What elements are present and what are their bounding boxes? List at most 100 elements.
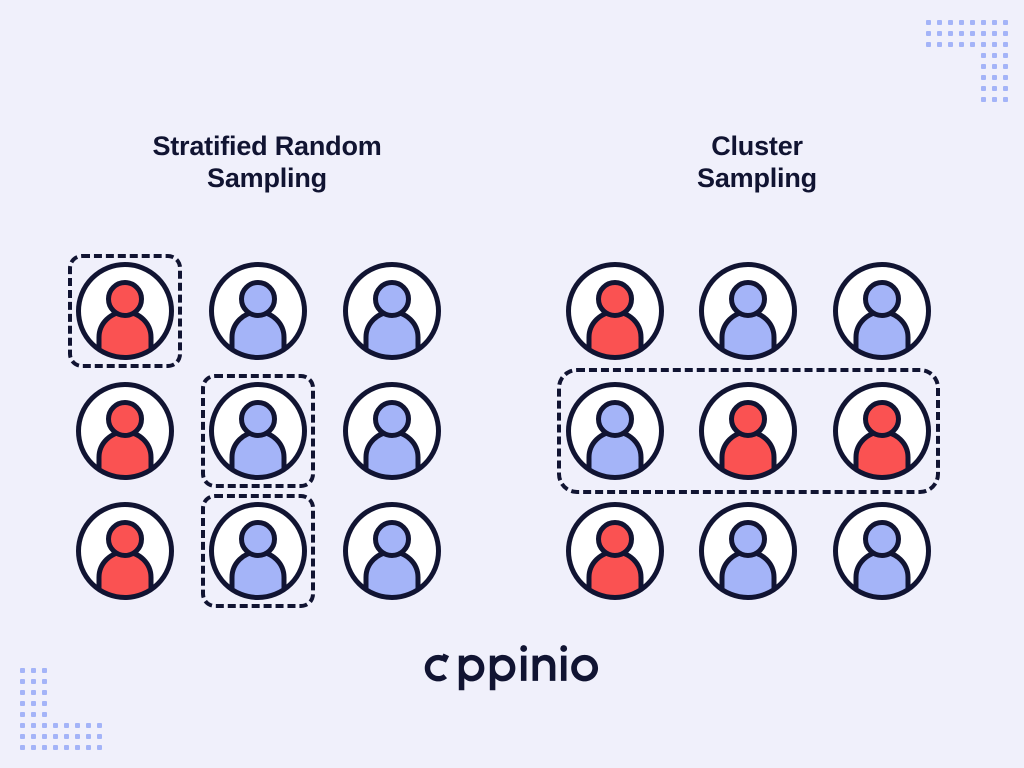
dot (970, 31, 975, 36)
dot (20, 734, 25, 739)
person-icon (76, 502, 174, 600)
dot (86, 745, 91, 750)
stratified-selection-box[interactable] (201, 374, 315, 488)
dot (970, 42, 975, 47)
dot (64, 745, 69, 750)
dot (64, 734, 69, 739)
dot (42, 745, 47, 750)
dot (97, 734, 102, 739)
dot (53, 723, 58, 728)
stratified-selection-box[interactable] (201, 494, 315, 608)
person-cell[interactable] (201, 494, 315, 608)
panel-title-cluster-line2: Sampling (697, 163, 817, 193)
dot (992, 64, 997, 69)
dot (992, 31, 997, 36)
person-cell[interactable] (827, 376, 937, 486)
person-icon (566, 382, 664, 480)
brand-logo: appinio (0, 645, 1024, 691)
dot (1003, 86, 1008, 91)
person-cell[interactable] (337, 256, 447, 366)
dot (1003, 42, 1008, 47)
person-icon (209, 262, 307, 360)
person-cell[interactable] (337, 376, 447, 486)
dot (992, 53, 997, 58)
person-cell[interactable] (560, 256, 670, 366)
person-icon (76, 262, 174, 360)
person-cell[interactable] (203, 256, 313, 366)
dot (992, 86, 997, 91)
person-icon (699, 382, 797, 480)
person-cell[interactable] (693, 256, 803, 366)
dot (31, 745, 36, 750)
person-cell[interactable] (70, 376, 180, 486)
dot (31, 734, 36, 739)
dot (1003, 97, 1008, 102)
person-icon (209, 502, 307, 600)
panel-title-stratified: Stratified Random Sampling (97, 130, 437, 194)
dot (53, 745, 58, 750)
dot (1003, 20, 1008, 25)
person-cell[interactable] (560, 496, 670, 606)
dot (981, 64, 986, 69)
person-cell[interactable] (68, 254, 182, 368)
dot (86, 734, 91, 739)
person-cell[interactable] (827, 256, 937, 366)
dot (42, 723, 47, 728)
dot-grid-top-right-icon (920, 12, 1020, 112)
dot (75, 723, 80, 728)
dot (20, 745, 25, 750)
stratified-selection-box[interactable] (68, 254, 182, 368)
dot (1003, 53, 1008, 58)
dot (992, 75, 997, 80)
dot (31, 723, 36, 728)
dot (970, 20, 975, 25)
dot (981, 86, 986, 91)
dot (97, 745, 102, 750)
panel-title-stratified-line1: Stratified Random (152, 131, 382, 161)
person-cell[interactable] (827, 496, 937, 606)
dot (992, 20, 997, 25)
dot (948, 20, 953, 25)
dot (926, 20, 931, 25)
panel-title-cluster: Cluster Sampling (607, 130, 907, 194)
dot (926, 42, 931, 47)
dot (937, 42, 942, 47)
dot (992, 97, 997, 102)
dot (1003, 75, 1008, 80)
dot (53, 734, 58, 739)
dot (959, 42, 964, 47)
cluster-selection-box[interactable] (557, 368, 940, 494)
dot (42, 701, 47, 706)
person-grid-cluster (557, 248, 960, 618)
dot (20, 712, 25, 717)
dot (992, 42, 997, 47)
dot (20, 701, 25, 706)
person-cell[interactable] (201, 374, 315, 488)
dot (981, 53, 986, 58)
person-icon (833, 382, 931, 480)
person-icon (699, 502, 797, 600)
dot (981, 20, 986, 25)
person-cell[interactable] (560, 376, 670, 486)
dot (948, 42, 953, 47)
appinio-logo-icon (424, 645, 599, 691)
person-cell[interactable] (337, 496, 447, 606)
dot (97, 723, 102, 728)
dot (948, 31, 953, 36)
dot (1003, 31, 1008, 36)
person-icon (209, 382, 307, 480)
person-cell[interactable] (693, 376, 803, 486)
person-cell[interactable] (693, 496, 803, 606)
person-icon (343, 262, 441, 360)
dot (20, 723, 25, 728)
person-icon (343, 382, 441, 480)
dot (981, 42, 986, 47)
dot (75, 734, 80, 739)
dot (937, 31, 942, 36)
dot (981, 31, 986, 36)
person-icon (566, 502, 664, 600)
person-grid-stratified (68, 248, 470, 618)
person-cell[interactable] (70, 496, 180, 606)
person-icon (833, 262, 931, 360)
